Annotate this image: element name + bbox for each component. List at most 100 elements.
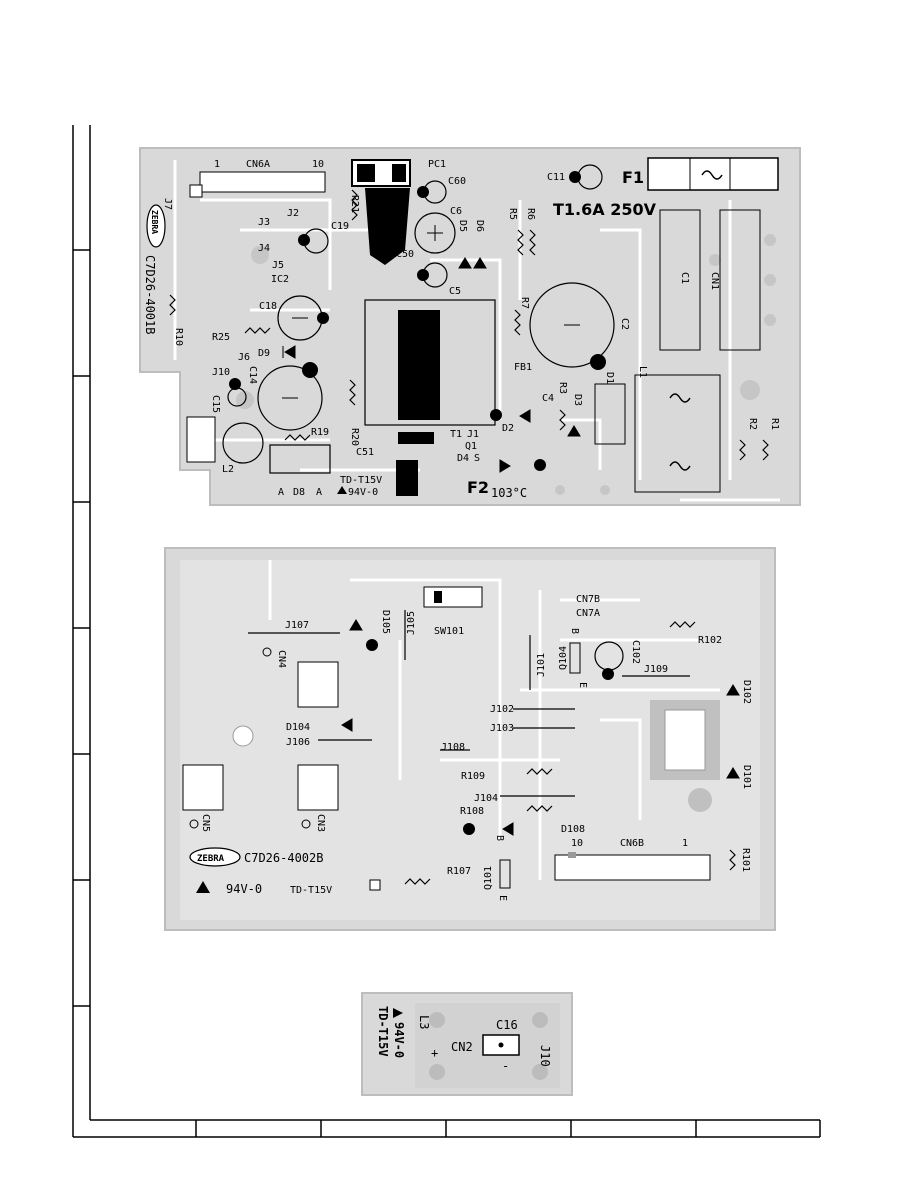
j107-label: J107 [285,620,309,631]
d104-label: D104 [286,722,310,733]
q104-b-label: B [569,628,580,634]
d8-anode-right: A [316,487,322,498]
capacitor-c6 [414,212,456,254]
inductor-l2 [222,422,264,464]
cn2-label: CN2 [451,1040,473,1054]
d3-label: D3 [572,394,583,406]
d108-label: D108 [561,824,585,835]
r5-label: R5 [507,208,518,220]
connector-cn6b-body [554,854,711,881]
cn7b-label: CN7B [576,594,600,605]
q104-label: Q104 [558,646,569,670]
battery-board: C16 L3 + CN2 - J10 94V-0 TD-T15V [361,992,573,1096]
r25-label: R25 [212,332,230,343]
r7-label: R7 [519,297,530,309]
cn6b-label: CN6B [620,838,644,849]
j5-label: J5 [272,260,284,271]
c5-label: C5 [449,286,461,297]
j3-label: J3 [258,217,270,228]
connector-cn5-body [182,764,224,811]
c18-label: C18 [259,301,277,312]
bridge-d1 [594,383,626,445]
c1-label: C1 [679,272,690,284]
cn6a-pin1-label: 1 [214,159,220,170]
r6-label: R6 [525,208,536,220]
l2-label: L2 [222,464,234,475]
c2-label: C2 [619,318,630,330]
q101-b-label: B [494,835,505,841]
td-label-bot: TD-T15V [376,1006,390,1057]
ic2-label: IC2 [271,274,289,285]
r2-label: R2 [747,418,758,430]
l3-label: L3 [417,1015,431,1029]
cn5-label: CN5 [200,814,211,832]
cn4-label: CN4 [276,650,287,668]
cn3-label: CN3 [315,814,326,832]
control-board: CN7B CN7A J107 D105 SW101 B R102 CN4 J10… [164,547,776,931]
c14-label: C14 [247,366,258,384]
cn6a-label: CN6A [246,159,270,170]
r1-label: R1 [769,418,780,430]
c102-label: C102 [630,640,641,664]
j10-label: J10 [212,367,230,378]
fb1-label: FB1 [514,362,532,373]
ul-label-top: 94V-0 [348,487,378,498]
q101-label: Q101 [483,866,494,890]
drawing-frame [72,125,821,1138]
d1-label: D1 [604,372,615,384]
line-filter-l1 [634,374,721,493]
r108-label: R108 [460,806,484,817]
c6-label: C6 [450,206,462,217]
cn7a-label: CN7A [576,608,600,619]
pc1-label: PC1 [428,159,446,170]
plus-label: + [431,1046,438,1060]
j106-label: J106 [286,737,310,748]
c60-label: C60 [448,176,466,187]
c19-label: C19 [331,221,349,232]
d8-label: D8 [293,487,305,498]
d101-label: D101 [741,765,752,789]
c50-label: C50 [396,249,414,260]
j102-label: J102 [490,704,514,715]
d5-label: D5 [457,220,468,232]
connector-cn3-body [297,764,339,811]
d6-label: D6 [474,220,485,232]
minus-label: - [502,1059,509,1073]
q1-label: Q1 [465,441,477,452]
j2-label: J2 [287,208,299,219]
d9-label: D9 [258,348,270,359]
connector-cn1 [719,209,761,351]
connector-cn6a [199,171,326,193]
j109-label: J109 [644,664,668,675]
j1-label: J1 [467,429,479,440]
capacitor-c102 [594,641,624,671]
r102-label: R102 [698,635,722,646]
j108-label: J108 [441,742,465,753]
r21-label: R21 [349,195,360,213]
j7-label: J7 [162,198,173,210]
l1-label: L1 [637,366,648,378]
r10-label: R10 [173,328,184,346]
cn6a-pin10-label: 10 [312,159,324,170]
ic-heatsink [364,299,496,426]
d8-anode-left: A [278,487,284,498]
part-number-top: C7D26-4001B [143,255,157,334]
fuse-holder-f1 [647,157,779,191]
j10-label-bot: J10 [538,1045,552,1067]
j103-label: J103 [490,723,514,734]
zebra-logo-mid: ZEBRA [197,854,225,864]
r20-label: R20 [349,428,360,446]
cn6b-pin1-label: 1 [682,838,688,849]
d2-label: D2 [502,423,514,434]
j105-label: J105 [406,611,417,635]
r109-label: R109 [461,771,485,782]
r19-label: R19 [311,427,329,438]
fuse-rating-label: T1.6A 250V [553,200,657,219]
switch-sw101 [423,586,483,608]
r3-label: R3 [557,382,568,394]
d4-label: D4 [457,453,469,464]
q104-e-label: E [577,682,588,688]
j104-label: J104 [474,793,498,804]
q101-e-label: E [497,895,508,901]
